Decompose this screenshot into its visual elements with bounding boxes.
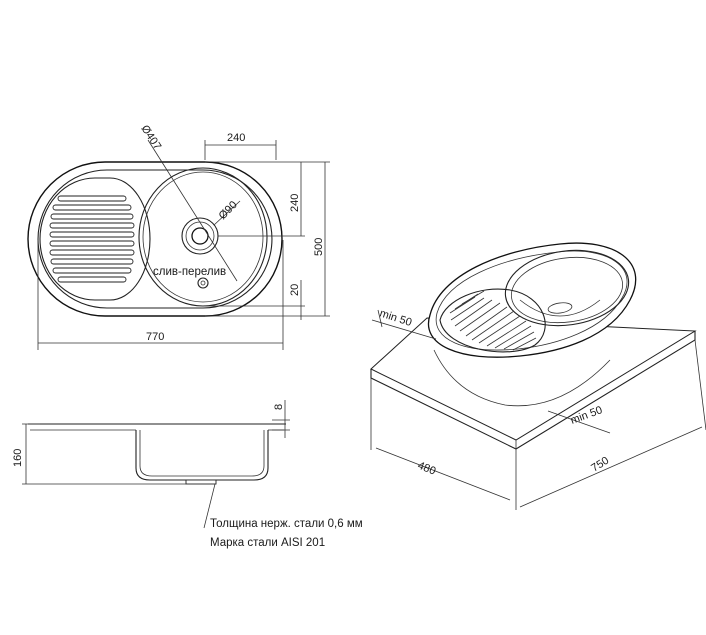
perspective-view: min 50 min 50 480 750 — [370, 242, 706, 510]
bowl-profile — [135, 430, 269, 481]
side-view: 160 8 — [12, 400, 290, 529]
overflow-inner — [200, 280, 206, 286]
sink-inner-rim — [37, 169, 273, 309]
material-notes: Толщина нерж. стали 0,6 мм Марка стали A… — [210, 518, 363, 549]
overflow-label: слив-перелив — [153, 266, 226, 278]
top-view: Ø407 Ø90 слив-перелив 240 240 500 20 770 — [27, 123, 330, 350]
sink-outer-contour — [27, 161, 283, 317]
dim-offset-y: 240 — [289, 194, 301, 212]
dim-height: 500 — [313, 238, 325, 256]
dim-min-right: min 50 — [569, 404, 604, 427]
drain-hole — [191, 227, 209, 245]
dim-width: 770 — [146, 331, 164, 343]
perspective-drainboard-slots — [449, 290, 537, 351]
dim-offset-x: 240 — [227, 132, 245, 144]
drainboard-outline — [39, 177, 151, 301]
dim-min-left: min 50 — [378, 307, 413, 329]
dim-pers-length: 750 — [589, 455, 611, 475]
drainboard-slots — [49, 195, 135, 283]
note-grade: Марка стали AISI 201 — [210, 537, 325, 549]
dim-depth: 160 — [12, 449, 24, 467]
overflow-outer — [197, 277, 209, 289]
bowl-outer — [138, 167, 268, 307]
perspective-bowl — [504, 249, 630, 327]
dim-bottom-margin: 20 — [289, 284, 301, 296]
dim-rim: 8 — [273, 404, 285, 410]
dim-bowl-diameter: Ø407 — [138, 123, 163, 152]
bowl-inner — [142, 171, 264, 303]
note-thickness: Толщина нерж. стали 0,6 мм — [210, 518, 363, 530]
dim-pers-depth: 480 — [416, 460, 438, 478]
dim-drain-diameter: Ø90 — [217, 199, 240, 222]
